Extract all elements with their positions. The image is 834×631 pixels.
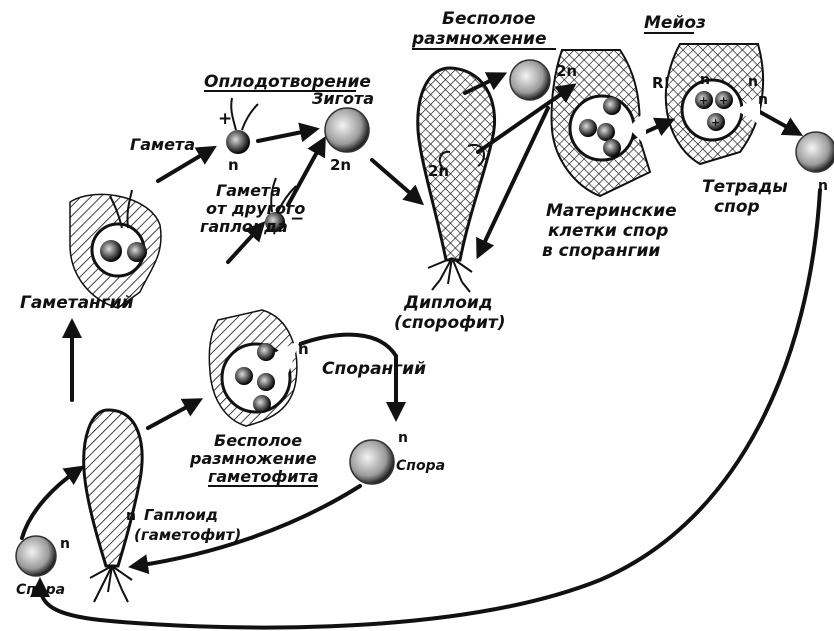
label-tetrads-l2: спор (714, 197, 760, 217)
label-diploid-l1: Диплоид (403, 293, 493, 313)
label-spore-middle: Спора (396, 458, 445, 474)
spore-middle-cell (350, 440, 394, 484)
label-mother-cells-l3: в спорангии (542, 241, 660, 261)
label-2n-zygote: 2n (330, 156, 351, 174)
spore-tetrads: + + + (666, 44, 763, 164)
label-plus: + (218, 109, 232, 129)
haploid-gametophyte (84, 410, 142, 602)
label-gam-asexual-l1: Бесполое (214, 431, 302, 450)
label-2n-spore: 2n (556, 62, 577, 80)
label-mother-cells-l1: Материнские (546, 201, 677, 221)
label-asexual-l2: размножение (411, 29, 546, 49)
label-2n-sporophyte: 2n (428, 162, 449, 180)
label-gam-asexual-l3: гаметофита (208, 467, 319, 486)
label-haploid-l2: (гаметофит) (134, 526, 241, 544)
label-n-spore-right: n (818, 178, 828, 194)
label-n-tetrad-3: n (758, 92, 768, 108)
spore-right-cell (796, 132, 834, 172)
diploid-sporophyte (418, 68, 495, 292)
zygote-cell (325, 108, 369, 152)
label-gamete: Гамета (130, 135, 195, 154)
label-n-tetrad-2: n (748, 74, 758, 90)
label-diploid-l2: (спорофит) (394, 313, 506, 333)
label-n-spore-middle: n (398, 430, 408, 446)
label-n-sporangium: n (298, 340, 309, 358)
svg-text:+: + (699, 94, 708, 107)
label-zygote: Зигота (311, 89, 374, 108)
label-gam-asexual-l2: размножение (189, 449, 317, 468)
label-spore-left: Спора (16, 582, 65, 598)
svg-text:+: + (711, 116, 720, 129)
label-gamete-2-l1: Гамета (216, 181, 281, 200)
label-n-gametophyte: n (126, 508, 136, 524)
label-gametangium: Гаметангий (20, 293, 134, 313)
label-n-gamete: n (228, 156, 239, 174)
label-haploid-l1: Гаплоид (144, 506, 218, 524)
label-tetrads-l1: Тетрады (702, 177, 788, 197)
label-asexual-l1: Бесполое (442, 9, 536, 29)
label-n-spore-left: n (60, 536, 70, 552)
diploid-spore (510, 60, 550, 100)
label-minus: − (290, 209, 304, 229)
gametangium (70, 190, 161, 308)
sporangium (209, 310, 300, 426)
label-gamete-2-l3: гаплоида (200, 217, 288, 236)
label-sporangium: Спорангий (322, 359, 426, 379)
label-n-tetrad-1: n (700, 72, 710, 88)
label-mother-cells-l2: клетки спор (548, 221, 668, 241)
spore-left-cell (16, 536, 56, 576)
label-meiosis-mark: R! (652, 74, 670, 92)
svg-text:+: + (719, 94, 728, 107)
label-meiosis: Мейоз (644, 13, 706, 33)
